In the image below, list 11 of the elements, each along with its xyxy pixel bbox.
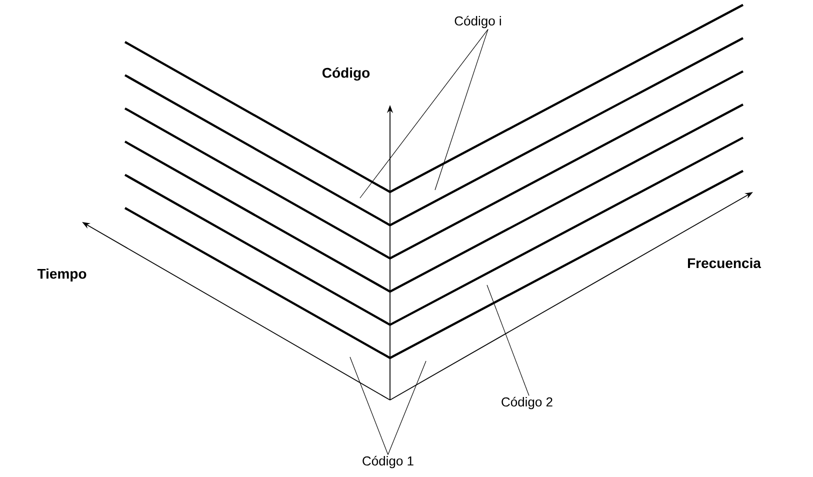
leader-line xyxy=(486,284,530,396)
leader-line xyxy=(434,29,488,190)
code-label: Código i xyxy=(454,16,501,28)
leader-line xyxy=(360,29,488,198)
leader-line xyxy=(350,356,388,455)
code-label: Código 2 xyxy=(502,396,552,410)
leader-line xyxy=(388,360,426,455)
axis-label: Frecuencia xyxy=(688,258,762,268)
axis-label: Tiempo xyxy=(37,268,86,282)
code-label: Código 1 xyxy=(362,456,414,468)
axis-label: Código xyxy=(322,67,370,81)
